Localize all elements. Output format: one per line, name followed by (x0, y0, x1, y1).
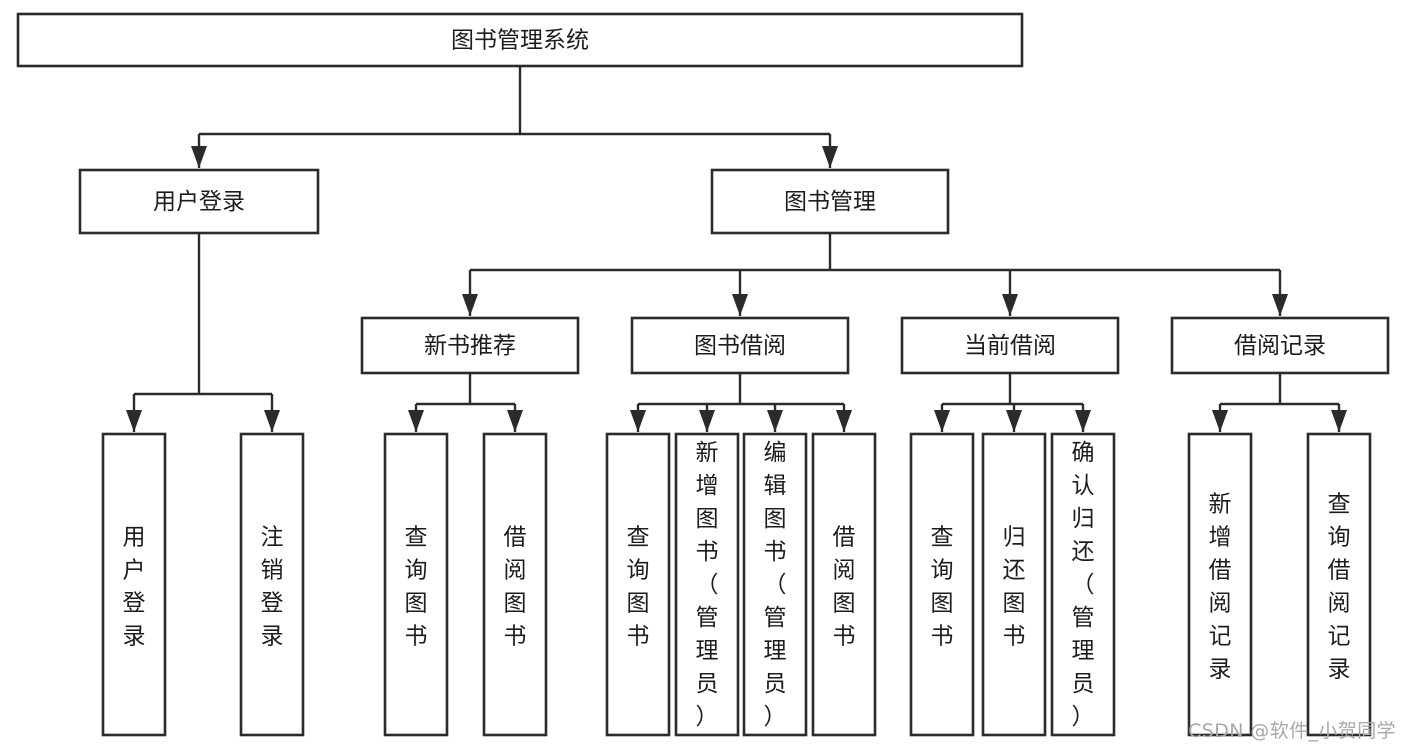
node-level3[interactable]: 借阅记录 (1170, 316, 1390, 375)
node-level2[interactable]: 用户登录 (78, 168, 320, 235)
node-label: 借阅图书 (504, 525, 527, 650)
node-label: 查询图书 (627, 525, 650, 650)
node-box[interactable] (674, 432, 740, 737)
node-box[interactable] (360, 316, 580, 375)
node-box[interactable] (981, 432, 1047, 737)
node-label: 注销登录 (261, 525, 284, 650)
node-label: 新增图书（管理员） (696, 440, 719, 730)
node-label: 归还图书 (1003, 525, 1026, 650)
arrow-head-icon (1006, 410, 1022, 432)
node-level3[interactable]: 新书推荐 (360, 316, 580, 375)
arrow-head-icon (507, 410, 523, 432)
node-box[interactable] (16, 12, 1024, 68)
node-label: 图书管理系统 (451, 28, 589, 54)
node-leaf[interactable]: 注销登录 (239, 432, 305, 737)
node-leaf[interactable]: 新增图书（管理员） (674, 432, 740, 737)
node-label: 当前借阅 (964, 333, 1056, 359)
node-box[interactable] (239, 432, 305, 737)
node-leaf[interactable]: 新增借阅记录 (1187, 432, 1253, 737)
node-leaf[interactable]: 归还图书 (981, 432, 1047, 737)
node-box[interactable] (1170, 316, 1390, 375)
node-level3[interactable]: 图书借阅 (630, 316, 850, 375)
arrow-head-icon (732, 294, 748, 316)
node-label: 借阅记录 (1234, 333, 1326, 359)
arrow-head-icon (462, 294, 478, 316)
node-leaf[interactable]: 用户登录 (101, 432, 167, 737)
node-label: 图书管理 (784, 189, 876, 215)
node-layer: 图书管理系统用户登录图书管理新书推荐图书借阅当前借阅借阅记录用户登录注销登录查询… (16, 12, 1390, 737)
node-box[interactable] (101, 432, 167, 737)
node-box[interactable] (900, 316, 1120, 375)
node-level3[interactable]: 当前借阅 (900, 316, 1120, 375)
arrow-head-icon (1212, 410, 1228, 432)
node-leaf[interactable]: 借阅图书 (811, 432, 877, 737)
node-label: 图书借阅 (694, 333, 786, 359)
arrow-head-icon (699, 410, 715, 432)
node-label: 用户登录 (123, 525, 146, 650)
node-box[interactable] (1306, 432, 1372, 737)
node-label: 新增借阅记录 (1209, 492, 1232, 683)
node-box[interactable] (482, 432, 548, 737)
node-label: 编辑图书（管理员） (764, 440, 787, 730)
node-label: 查询图书 (931, 525, 954, 650)
node-box[interactable] (710, 168, 950, 235)
node-leaf[interactable]: 查询图书 (383, 432, 449, 737)
arrow-head-icon (836, 410, 852, 432)
arrow-head-icon (126, 410, 142, 432)
arrow-head-icon (264, 410, 280, 432)
node-level2[interactable]: 图书管理 (710, 168, 950, 235)
arrow-head-icon (630, 410, 646, 432)
node-box[interactable] (78, 168, 320, 235)
arrow-head-icon (408, 410, 424, 432)
node-box[interactable] (605, 432, 671, 737)
node-leaf[interactable]: 查询借阅记录 (1306, 432, 1372, 737)
arrow-head-icon (767, 410, 783, 432)
node-leaf[interactable]: 查询图书 (909, 432, 975, 737)
node-label: 新书推荐 (424, 333, 516, 359)
node-leaf[interactable]: 查询图书 (605, 432, 671, 737)
node-box[interactable] (383, 432, 449, 737)
csdn-watermark: CSDN @软件_小贺同学 (1188, 720, 1396, 742)
node-leaf[interactable]: 确认归还（管理员） (1050, 432, 1116, 737)
node-label: 借阅图书 (833, 525, 856, 650)
node-box[interactable] (1187, 432, 1253, 737)
arrow-head-icon (934, 410, 950, 432)
arrow-head-icon (822, 146, 838, 168)
node-label: 查询图书 (405, 525, 428, 650)
node-label: 确认归还（管理员） (1072, 440, 1095, 730)
node-leaf[interactable]: 编辑图书（管理员） (742, 432, 808, 737)
node-box[interactable] (630, 316, 850, 375)
arrow-head-icon (1331, 410, 1347, 432)
arrow-head-icon (1002, 294, 1018, 316)
arrow-head-icon (191, 146, 207, 168)
node-leaf[interactable]: 借阅图书 (482, 432, 548, 737)
connector-layer (126, 66, 1347, 432)
node-root[interactable]: 图书管理系统 (16, 12, 1024, 68)
node-label: 查询借阅记录 (1328, 492, 1351, 683)
node-box[interactable] (811, 432, 877, 737)
node-box[interactable] (1050, 432, 1116, 737)
node-label: 用户登录 (153, 189, 245, 215)
node-box[interactable] (909, 432, 975, 737)
node-box[interactable] (742, 432, 808, 737)
arrow-head-icon (1272, 294, 1288, 316)
arrow-head-icon (1075, 410, 1091, 432)
